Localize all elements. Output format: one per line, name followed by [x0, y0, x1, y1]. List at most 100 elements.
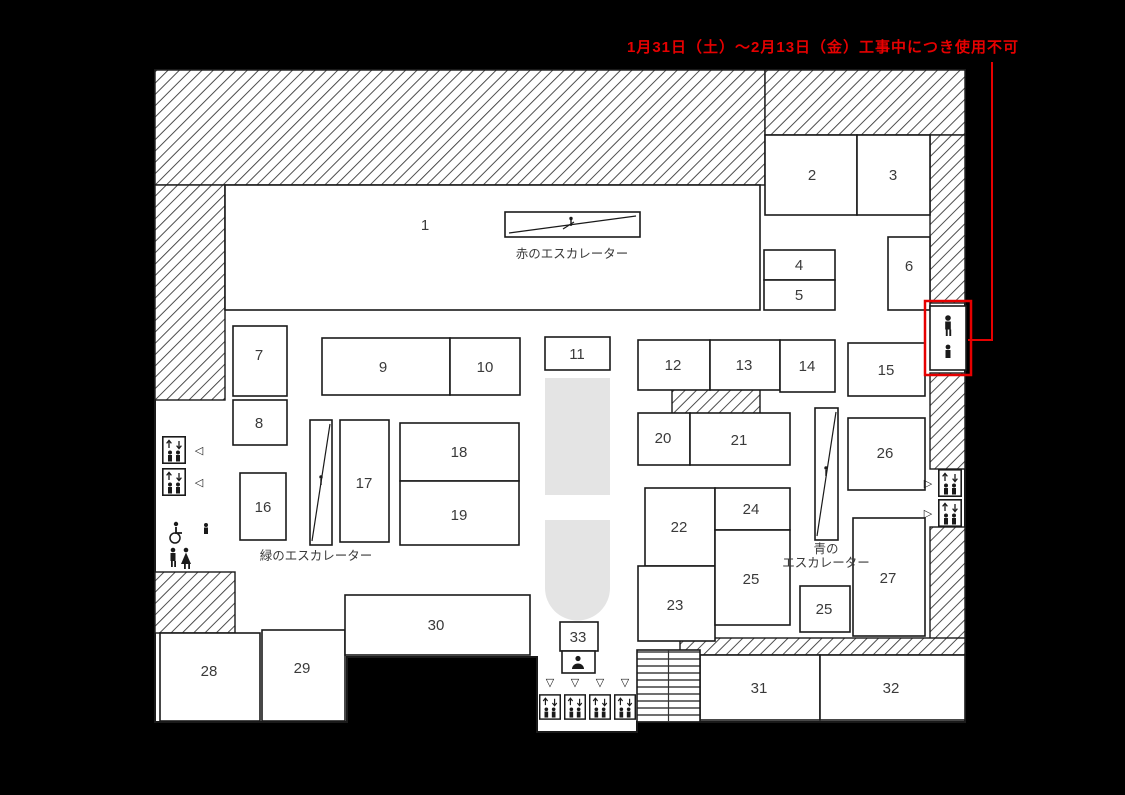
notice-highlight-box — [923, 299, 973, 377]
green-escalator: 緑のエスカレーター — [260, 419, 373, 563]
room-33-label: 33 — [570, 629, 587, 646]
elevator-icon — [937, 469, 963, 497]
construction-annotation: 1月31日（土）～2月13日（金）工事中につき使用不可 — [627, 38, 1019, 377]
room-31: 31 — [699, 654, 821, 721]
room-1-label: 1 — [421, 217, 429, 234]
construction-notice: 1月31日（土）～2月13日（金）工事中につき使用不可 — [627, 38, 1019, 56]
green-escalator-label: 緑のエスカレーター — [260, 548, 373, 563]
room-1: 1 — [224, 184, 761, 311]
room-12: 12 — [637, 339, 711, 391]
room-25-label: 25 — [743, 571, 760, 588]
room-31-label: 31 — [751, 680, 768, 697]
room-21-label: 21 — [731, 432, 748, 449]
room-23: 23 — [637, 565, 716, 642]
hatched-area-left-lower — [154, 571, 236, 634]
room-24: 24 — [714, 487, 791, 531]
grey-void-lower — [545, 520, 610, 621]
room-25b: 25 — [799, 585, 851, 633]
room-15: 15 — [847, 342, 926, 397]
room-9-label: 9 — [379, 359, 387, 376]
hatched-area-right-mid — [929, 372, 966, 470]
room-11-label: 11 — [569, 346, 585, 363]
room-5-label: 5 — [795, 287, 803, 304]
right-triangle-icon: ▷ — [924, 478, 933, 490]
room-13-label: 13 — [736, 357, 753, 374]
room-2: 2 — [764, 134, 858, 216]
red-escalator-label: 赤のエスカレーター — [516, 247, 629, 261]
room-30: 30 — [344, 594, 531, 656]
closed-restroom — [929, 305, 967, 371]
room-6-label: 6 — [905, 258, 913, 275]
room-11: 11 — [544, 336, 611, 371]
room-14: 14 — [779, 339, 836, 393]
room-26: 26 — [847, 417, 926, 491]
room-10-label: 10 — [477, 359, 494, 376]
elevator-icon — [564, 694, 586, 720]
elevator-icon — [937, 499, 963, 527]
down-triangle-icon: ▽ — [621, 677, 630, 689]
blue-escalator-label-1: 青の — [813, 542, 838, 556]
room-2-label: 2 — [808, 167, 816, 184]
room-20: 20 — [637, 412, 691, 466]
room-33: 33 — [559, 621, 599, 652]
person-icon — [561, 650, 596, 674]
hatched-area-left — [154, 184, 226, 401]
escalator-icon — [824, 466, 828, 476]
red-escalator: 赤のエスカレーター — [504, 211, 641, 261]
room-6: 6 — [887, 236, 931, 311]
room-4: 4 — [763, 249, 836, 281]
room-32-label: 32 — [883, 680, 900, 697]
blue-escalator: 青の エスカレーター — [782, 407, 870, 570]
room-3: 3 — [856, 134, 931, 216]
down-triangle-icon: ▽ — [546, 677, 555, 689]
room-21: 21 — [689, 412, 791, 466]
notice-pointer-line — [968, 62, 993, 341]
elevator-icon — [161, 468, 187, 496]
elevator-icon — [614, 694, 636, 720]
left-triangle-icon: ◁ — [195, 477, 204, 489]
room-29-label: 29 — [294, 660, 311, 677]
restroom-person-icon — [945, 315, 952, 336]
room-7-label: 7 — [255, 347, 263, 364]
baby-icon — [204, 523, 208, 534]
room-29: 29 — [261, 629, 346, 722]
room-15-label: 15 — [878, 362, 895, 379]
baby-icon — [945, 344, 951, 358]
room-22: 22 — [644, 487, 716, 567]
room-25b-label: 25 — [816, 601, 833, 618]
room-28: 28 — [159, 632, 261, 722]
room-7: 7 — [232, 325, 288, 397]
room-25: 25 — [714, 529, 791, 626]
room-32: 32 — [819, 654, 966, 721]
down-triangle-icon: ▽ — [571, 677, 580, 689]
room-12-label: 12 — [665, 357, 682, 374]
room-18: 18 — [399, 422, 520, 482]
hatched-block-center — [671, 387, 761, 416]
room-27-label: 27 — [880, 570, 897, 587]
elevator-icon — [589, 694, 611, 720]
room-3-label: 3 — [889, 167, 897, 184]
room-23-label: 23 — [667, 597, 684, 614]
room-18-label: 18 — [451, 444, 468, 461]
room-8: 8 — [232, 399, 288, 446]
room-20-label: 20 — [655, 430, 672, 447]
elevator-icon — [539, 694, 561, 720]
hatched-area-top — [154, 69, 766, 186]
room-22-label: 22 — [671, 519, 688, 536]
room-19-label: 19 — [451, 507, 468, 524]
room-13: 13 — [709, 339, 781, 391]
room-17-label: 17 — [356, 475, 373, 492]
room-16-label: 16 — [255, 499, 272, 516]
room-30-label: 30 — [428, 617, 445, 634]
escalator-icon — [319, 475, 323, 485]
room-4-label: 4 — [795, 257, 803, 274]
stairs-icon — [636, 649, 701, 723]
down-triangle-icon: ▽ — [596, 677, 605, 689]
elevator-icon — [161, 436, 187, 464]
left-triangle-icon: ◁ — [195, 445, 204, 457]
hatched-area-right-upper — [929, 134, 966, 304]
room-27: 27 — [852, 517, 926, 637]
escalator-icon — [562, 216, 575, 230]
